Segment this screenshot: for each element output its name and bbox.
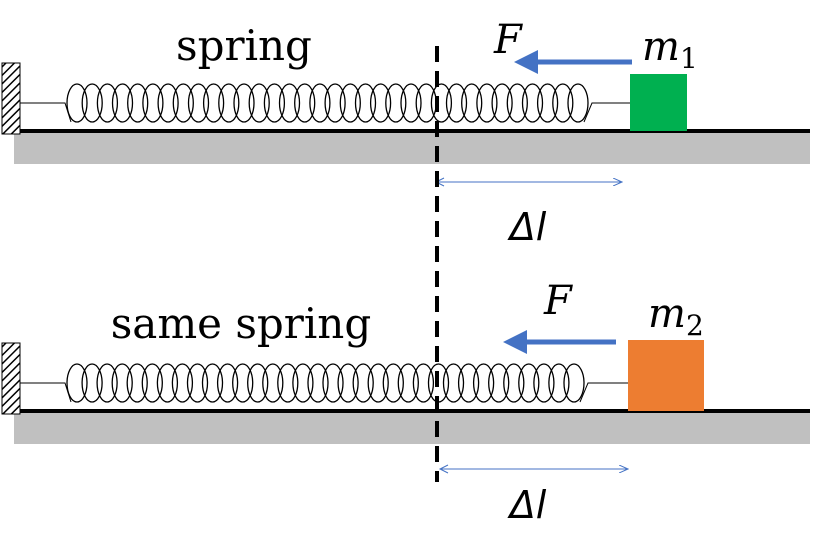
spring-coil-loop bbox=[552, 83, 574, 123]
spring-coil-loop bbox=[66, 363, 88, 403]
spring-coil-loop bbox=[263, 83, 286, 123]
spring-coil-loop bbox=[472, 363, 495, 403]
spring-coil-loop bbox=[354, 83, 377, 123]
spring-coil-loop bbox=[476, 83, 498, 123]
spring-coil-loop bbox=[202, 83, 225, 123]
spring-coil-loop bbox=[400, 83, 422, 123]
spring-lead-wire bbox=[20, 102, 72, 123]
bottom-scene: same spring F m2 Δl bbox=[1, 278, 810, 527]
spring-coil-loop bbox=[218, 83, 240, 123]
top-spring-coil bbox=[20, 83, 630, 123]
top-scene: spring F m1 Δl bbox=[1, 17, 810, 249]
spring-coil-loop bbox=[96, 83, 119, 123]
mass2-block bbox=[628, 340, 704, 411]
bottom-force-arrowhead bbox=[503, 330, 527, 354]
spring-coil-loop bbox=[216, 363, 239, 403]
spring-coil-loop bbox=[172, 83, 194, 123]
spring-coil-loop bbox=[307, 363, 329, 403]
spring-coil-loop bbox=[157, 83, 179, 123]
spring-end-wire bbox=[583, 102, 630, 123]
spring-coil-loop bbox=[536, 83, 559, 123]
top-dl-label: Δl bbox=[507, 205, 547, 249]
spring-coil-loop bbox=[322, 363, 344, 403]
spring-coil-loop bbox=[294, 83, 316, 123]
spring-coil-loop bbox=[156, 363, 179, 403]
spring-coil-loop bbox=[141, 363, 163, 403]
spring-lead-wire bbox=[20, 382, 72, 403]
spring-coil-loop bbox=[461, 83, 483, 123]
spring-coil-loop bbox=[382, 363, 404, 403]
spring-coil-loop bbox=[81, 363, 103, 403]
bottom-wall bbox=[1, 342, 21, 415]
spring-coil-loop bbox=[367, 363, 389, 403]
spring-coil-loop bbox=[187, 83, 210, 123]
spring-coil-loop bbox=[66, 83, 88, 123]
spring-coil-loop bbox=[111, 363, 133, 403]
mass2-label: m2 bbox=[648, 291, 704, 342]
spring-coil-loop bbox=[352, 363, 374, 403]
top-spring-label: spring bbox=[176, 21, 312, 70]
spring-coil-loop bbox=[518, 363, 540, 403]
spring-coil-loop bbox=[126, 363, 148, 403]
spring-coil-loop bbox=[488, 363, 510, 403]
spring-coil-loop bbox=[369, 83, 392, 123]
spring-coil-loop bbox=[292, 363, 314, 403]
spring-coil-loop bbox=[503, 363, 525, 403]
spring-coil-loop bbox=[457, 363, 480, 403]
spring-coil-loop bbox=[533, 363, 555, 403]
spring-coil-loop bbox=[201, 363, 224, 403]
spring-coil-loop bbox=[186, 363, 209, 403]
spring-coil-loop bbox=[324, 83, 346, 123]
bottom-spring-label: same spring bbox=[111, 299, 372, 348]
spring-coil-loop bbox=[262, 363, 284, 403]
spring-coil-loop bbox=[309, 83, 331, 123]
bottom-dl-arrowhead-left bbox=[438, 464, 449, 474]
mass1-label: m1 bbox=[642, 24, 698, 75]
spring-coil-loop bbox=[415, 83, 437, 123]
spring-coil-loop bbox=[563, 363, 585, 403]
spring-coil-loop bbox=[96, 363, 118, 403]
spring-coil-loop bbox=[111, 83, 134, 123]
bottom-spring-coil bbox=[20, 363, 628, 403]
spring-coil-loop bbox=[506, 83, 528, 123]
spring-coil-loop bbox=[81, 83, 103, 123]
spring-coil-loop bbox=[412, 363, 435, 403]
spring-coil-loop bbox=[548, 363, 570, 403]
spring-coil-loop bbox=[247, 363, 269, 403]
top-wall bbox=[1, 62, 21, 135]
bottom-dl-label: Δl bbox=[507, 483, 547, 527]
bottom-floor bbox=[14, 413, 810, 444]
top-force-label: F bbox=[493, 17, 523, 63]
spring-coil-loop bbox=[567, 83, 589, 123]
spring-coil-loop bbox=[232, 363, 254, 403]
spring-coil-loop bbox=[248, 83, 270, 123]
spring-coil-loop bbox=[445, 83, 468, 123]
spring-coil-loop bbox=[278, 83, 301, 123]
top-floor bbox=[14, 133, 810, 164]
mass2-subscript: 2 bbox=[686, 309, 704, 342]
mass1-block bbox=[630, 74, 687, 131]
spring-coil-loop bbox=[233, 83, 255, 123]
spring-coil-loop bbox=[127, 83, 149, 123]
spring-coil-loop bbox=[521, 83, 544, 123]
spring-coil-loop bbox=[142, 83, 164, 123]
spring-coil-loop bbox=[430, 83, 453, 123]
mass1-subscript: 1 bbox=[680, 42, 698, 75]
spring-end-wire bbox=[579, 382, 628, 403]
spring-coil-loop bbox=[339, 83, 361, 123]
top-force-arrowhead bbox=[514, 50, 538, 74]
spring-coil-loop bbox=[385, 83, 407, 123]
bottom-force-label: F bbox=[543, 278, 573, 324]
spring-coil-loop bbox=[337, 363, 359, 403]
spring-coil-loop bbox=[397, 363, 419, 403]
spring-coil-loop bbox=[442, 363, 465, 403]
spring-coil-loop bbox=[277, 363, 299, 403]
spring-coil-loop bbox=[491, 83, 513, 123]
spring-coil-loop bbox=[171, 363, 194, 403]
